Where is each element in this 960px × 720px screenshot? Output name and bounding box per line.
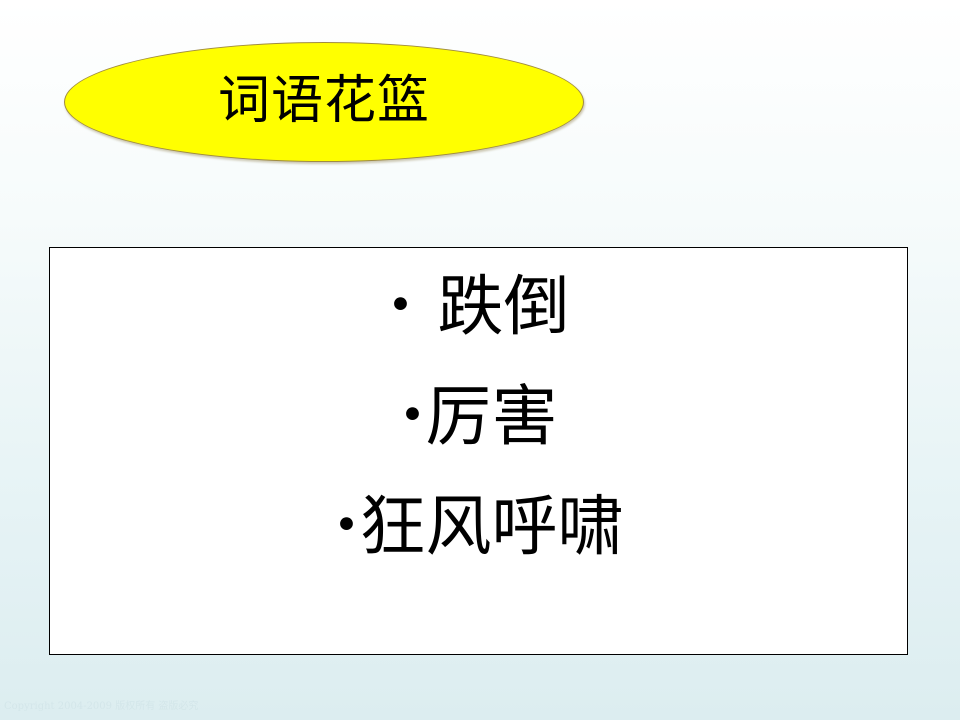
- bullet-dot-icon: •: [387, 280, 414, 331]
- content-box: •跌倒 •厉害 •狂风呼啸: [49, 247, 908, 655]
- bullet-dot-icon: •: [399, 390, 426, 441]
- list-item: •厉害: [50, 372, 907, 467]
- title-ellipse-shape: [64, 42, 584, 162]
- list-item-text: 厉害: [425, 378, 558, 455]
- list-item: •狂风呼啸: [50, 482, 907, 577]
- bullet-dot-icon: •: [333, 500, 360, 551]
- slide-title: 词语花篮: [217, 71, 430, 131]
- list-item: • 跌倒: [50, 262, 907, 357]
- list-item-text: 狂风呼啸: [359, 488, 624, 565]
- copyright-notice: Copyright 2004-2009 版权所有 盗版必究: [4, 701, 199, 712]
- list-item-text: 跌倒: [437, 268, 570, 345]
